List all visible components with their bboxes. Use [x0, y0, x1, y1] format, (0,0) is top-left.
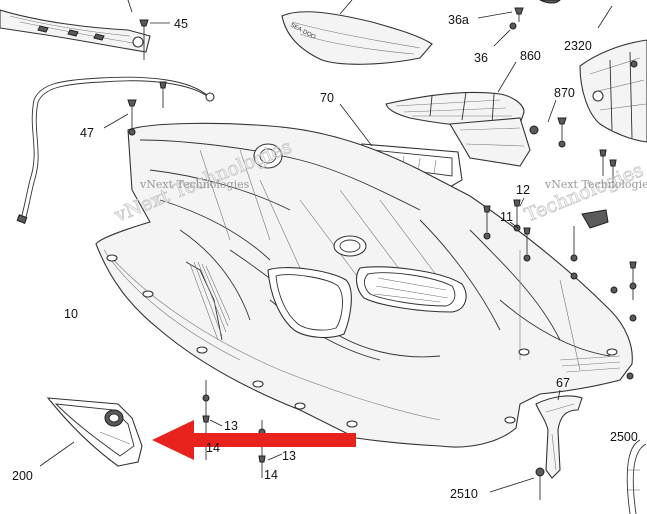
- callout-36: 36: [474, 51, 488, 65]
- screw-47: [103, 81, 167, 136]
- callout-14-lower: 14: [264, 468, 278, 482]
- callout-11: 11: [500, 210, 513, 224]
- callout-45: 45: [174, 17, 188, 31]
- screw-870: [529, 99, 567, 148]
- hull-hatch-left: [185, 261, 231, 341]
- cable-hose: [16, 76, 215, 225]
- nut-36: [493, 22, 517, 47]
- part-10-hull: [95, 122, 633, 448]
- callout-47: 47: [80, 126, 94, 140]
- callout-13-upper: 13: [224, 419, 238, 433]
- part-right-panel: [579, 39, 647, 143]
- callout-2320: 2320: [564, 39, 592, 53]
- part-67-bracket: [535, 389, 583, 479]
- screw-36a: [477, 7, 524, 22]
- screw-2510: [489, 467, 545, 500]
- callout-14-upper: 14: [206, 441, 220, 455]
- screws-11-12: [483, 197, 578, 280]
- callout-2510: 2510: [450, 487, 478, 501]
- hull-hatch-right: [559, 355, 621, 373]
- callout-860: 860: [520, 49, 541, 63]
- callout-10: 10: [64, 307, 78, 321]
- callout-36a: 36a: [448, 13, 469, 27]
- svg-text:vNext Technologies: vNext Technologies: [139, 178, 250, 191]
- part-860-wedge: [449, 117, 531, 167]
- svg-text:vNext Technologies: vNext Technologies: [544, 178, 647, 191]
- red-arrow: [152, 420, 356, 460]
- callout-70: 70: [320, 91, 334, 105]
- knob-top-right: [539, 0, 561, 4]
- screw-45: [139, 19, 170, 60]
- callout-200: 200: [12, 469, 33, 483]
- screws-right-edge: [610, 261, 637, 380]
- callout-12: 12: [516, 183, 530, 197]
- part-top-left-cover: [0, 0, 151, 53]
- callout-2500: 2500: [610, 430, 638, 444]
- callout-67: 67: [556, 376, 570, 390]
- callout-870: 870: [554, 86, 575, 100]
- part-seat-top: SEA·DOO: [281, 0, 433, 65]
- part-2500-rail: [626, 439, 647, 514]
- callout-13-lower: 13: [282, 449, 296, 463]
- screws-right-column: [581, 149, 617, 229]
- screw-2320: [597, 5, 613, 29]
- part-200-panel: [39, 397, 143, 467]
